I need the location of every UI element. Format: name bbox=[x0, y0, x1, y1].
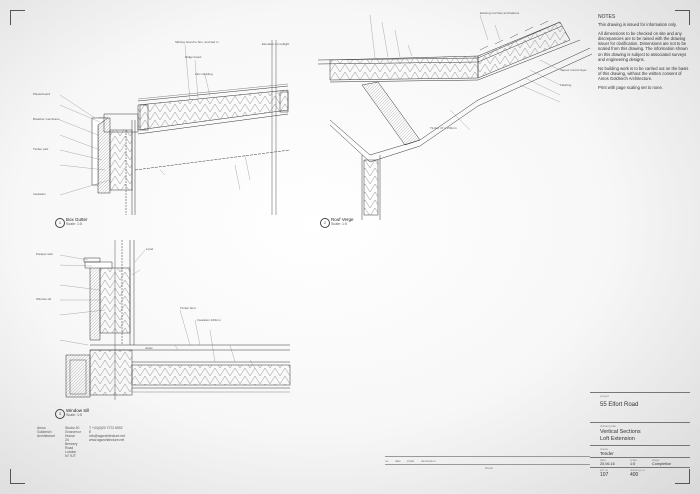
note-paragraph: Print with page scaling set to none. bbox=[598, 85, 663, 91]
detail-scale: Scale: 1:5 bbox=[66, 413, 82, 417]
office-phone: T +44(0)20 7272 6592 bbox=[89, 426, 123, 430]
crop-mark-bottom-left bbox=[10, 469, 25, 484]
drawing-number: 400 bbox=[630, 472, 639, 478]
office-name-line2: Architecture bbox=[37, 434, 56, 438]
studio-line2: Grosvenor House bbox=[65, 430, 81, 438]
drawing-title-line2: Loft Extension bbox=[600, 436, 635, 442]
drawing-title-line1: Vertical Sections bbox=[600, 429, 641, 435]
annotation: Existing roof tiles and battens bbox=[480, 11, 520, 15]
box-gutter-detail bbox=[59, 40, 291, 215]
rev-col-description: description bbox=[421, 459, 436, 463]
project-address: 55 Elfort Road bbox=[600, 402, 639, 408]
annotation: Parapet wall bbox=[36, 252, 53, 256]
annotation: Insulation bbox=[33, 192, 46, 196]
label-project: project bbox=[600, 394, 610, 398]
label-stage: stage bbox=[652, 458, 660, 462]
label-drawing-title: drawing title bbox=[600, 424, 617, 428]
annotation: Lintel bbox=[146, 247, 154, 251]
annotation: Flashing bbox=[560, 83, 572, 87]
annotation: Elevation of rooflight bbox=[262, 42, 290, 46]
status-value: Tender bbox=[600, 451, 614, 456]
title-block: project 55 Elfort Road drawing title Ver… bbox=[590, 392, 690, 482]
studio-line4: London N7 9JT bbox=[65, 450, 77, 458]
annotation: Timber floor bbox=[180, 306, 196, 310]
detail-marker: 3 bbox=[55, 409, 65, 419]
annotation: Ridge board bbox=[185, 55, 202, 59]
label-status: status bbox=[600, 447, 609, 451]
crop-mark-top-left bbox=[10, 10, 25, 25]
annotation: Insulation 100mm bbox=[197, 318, 221, 322]
rev-col-initial: initial bbox=[407, 459, 414, 463]
label-job: job no bbox=[600, 468, 609, 472]
annotation: Plasterboard bbox=[33, 92, 51, 96]
detail-caption: Window Sill Scale: 1:5 bbox=[66, 408, 89, 417]
notes-panel: NOTES This drawing is issued for informa… bbox=[598, 14, 690, 94]
scale-value: 1:5 bbox=[630, 462, 636, 466]
annotation: Joists bbox=[145, 346, 153, 350]
annotation: Breather membrane bbox=[33, 117, 60, 121]
detail-title: Roof Verge bbox=[331, 217, 354, 222]
roof-verge-detail bbox=[317, 14, 593, 220]
notes-heading: NOTES bbox=[598, 14, 616, 20]
annotation: Vapour control layer bbox=[560, 68, 587, 72]
detail-caption: Box Gutter Scale: 1:5 bbox=[66, 217, 88, 226]
job-number: 107 bbox=[600, 472, 609, 478]
crop-mark-top-right bbox=[675, 10, 690, 25]
annotation: Window sill bbox=[36, 297, 52, 301]
detail-marker: 2 bbox=[320, 218, 330, 228]
crop-mark-bottom-right bbox=[675, 469, 690, 484]
note-paragraph: No building work is to be carried out on… bbox=[598, 65, 689, 81]
annotation: Zinc cladding bbox=[195, 72, 213, 76]
annotation: Timber joist bbox=[33, 147, 49, 151]
date-value: 20.06.16 bbox=[600, 462, 615, 466]
detail-scale: Scale: 1:5 bbox=[331, 222, 347, 226]
stage-value: Completion bbox=[652, 462, 672, 466]
detail-caption: Roof Verge Scale: 1:5 bbox=[331, 217, 354, 226]
office-name-line1: Amos Goldreich bbox=[37, 426, 52, 434]
label-scale: scale bbox=[630, 458, 638, 462]
office-email: E info@agarchitecture.net bbox=[89, 430, 126, 438]
annotation: Timber 47 x 150mm bbox=[430, 126, 457, 130]
label-drawing-no: drawing no bbox=[630, 468, 645, 472]
studio-line1: Studio 30 bbox=[65, 426, 80, 430]
label-date: date bbox=[600, 458, 606, 462]
annotation: Skirting board to Sim, and tied in bbox=[175, 40, 219, 44]
detail-title: Box Gutter bbox=[66, 217, 88, 222]
detail-marker: 1 bbox=[55, 218, 65, 228]
note-paragraph: This drawing is issued for information o… bbox=[598, 22, 677, 28]
detail-title: Window Sill bbox=[66, 408, 90, 413]
revisions-table: no date initial description check bbox=[385, 456, 590, 470]
office-web: www.agarchitecture.net bbox=[89, 438, 125, 442]
rev-col-no: no bbox=[385, 459, 389, 463]
window-sill-detail bbox=[59, 240, 291, 400]
detail-scale: Scale: 1:5 bbox=[66, 222, 82, 226]
studio-line3: 24 Brewery Road bbox=[65, 438, 78, 450]
rev-col-date: date bbox=[395, 459, 401, 463]
note-paragraph: All dimensions to be checked on site and… bbox=[598, 31, 688, 62]
rev-col-check: check bbox=[485, 466, 493, 470]
